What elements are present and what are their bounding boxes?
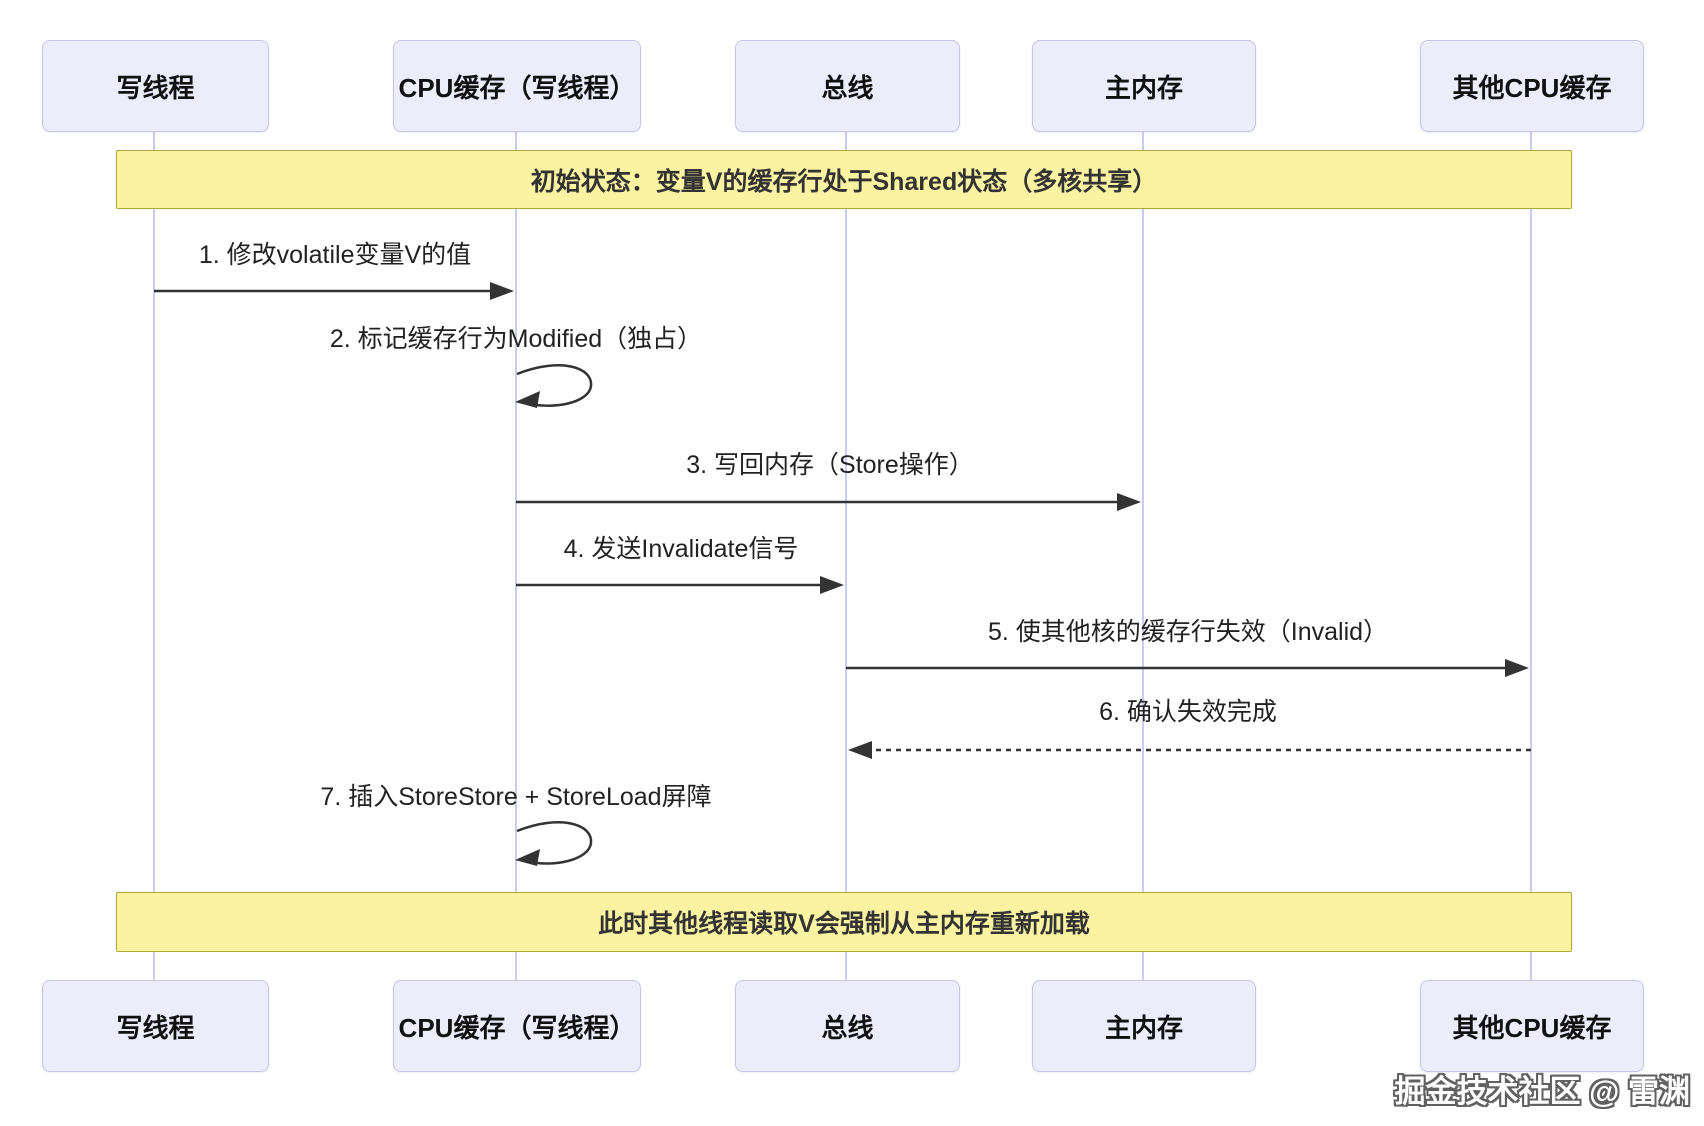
message-4-arrowhead [820,576,844,594]
message-7-label: 7. 插入StoreStore + StoreLoad屏障 [320,783,712,811]
participant-top-bus: 总线 [735,40,960,132]
message-3-arrowhead [1117,493,1141,511]
participant-bottom-main-memory: 主内存 [1032,980,1256,1072]
message-1-label: 1. 修改volatile变量V的值 [198,241,472,269]
participant-top-cpu-cache-writer: CPU缓存（写线程） [393,40,641,132]
message-7-self-loop [516,821,593,865]
message-6-label: 6. 确认失效完成 [1099,698,1277,726]
participant-bottom-other-cpu-cache: 其他CPU缓存 [1420,980,1644,1072]
message-4-label: 4. 发送Invalidate信号 [563,535,799,563]
participant-top-main-memory: 主内存 [1032,40,1256,132]
message-2-self-loop [516,364,593,407]
participant-bottom-writer-thread: 写线程 [42,980,269,1072]
message-5-arrowhead [1505,659,1529,677]
participant-top-other-cpu-cache: 其他CPU缓存 [1420,40,1644,132]
watermark-text: 掘金技术社区 @ 雷渊 [1394,1074,1690,1109]
note-initial-state: 初始状态：变量V的缓存行处于Shared状态（多核共享） [116,150,1572,209]
message-6-arrowhead [848,741,872,759]
participant-top-writer-thread: 写线程 [42,40,269,132]
participant-bottom-cpu-cache-writer: CPU缓存（写线程） [393,980,641,1072]
note-final-state: 此时其他线程读取V会强制从主内存重新加载 [116,892,1572,952]
message-2-label: 2. 标记缓存行为Modified（独占） [329,325,703,353]
message-7-arrowhead [515,849,540,866]
message-5-label: 5. 使其他核的缓存行失效（Invalid） [987,618,1389,646]
participant-bottom-bus: 总线 [735,980,960,1072]
message-1-arrowhead [490,282,514,300]
message-3-label: 3. 写回内存（Store操作） [686,451,974,479]
message-2-arrowhead [515,391,540,408]
